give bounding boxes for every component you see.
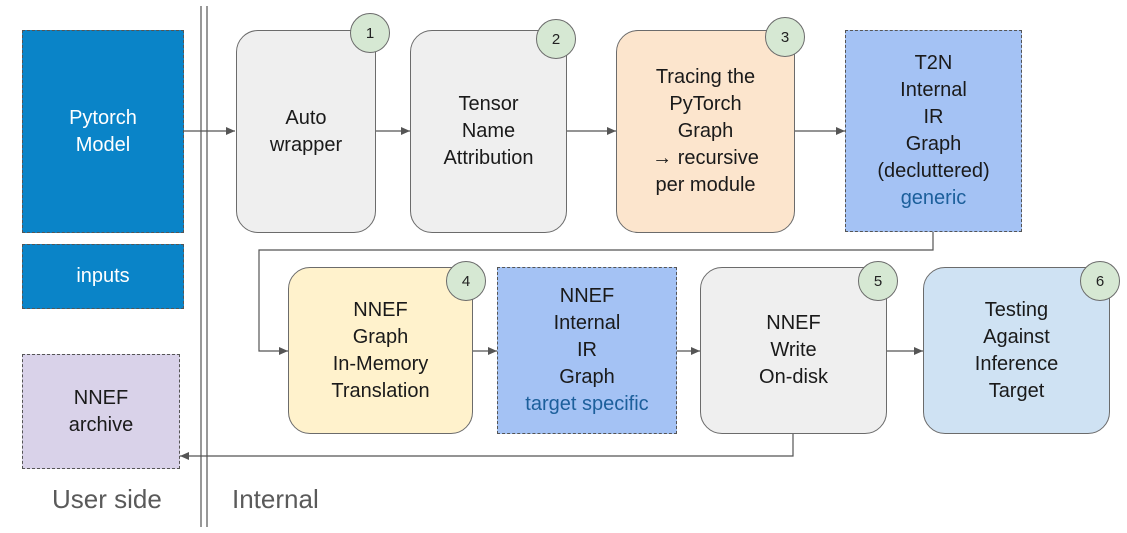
step-badge-1: 1 — [350, 13, 390, 53]
testing-box: Testing Against Inference Target — [923, 267, 1110, 434]
user-side-label: User side — [52, 484, 162, 514]
pytorch-model-label: Pytorch Model — [69, 106, 137, 156]
auto-wrapper-box: Auto wrapper — [236, 30, 376, 233]
nnef-translation-label: NNEF Graph In-Memory Translation — [331, 298, 430, 402]
t2n-ir-graph-label: T2N Internal IR Graph (decluttered) gene… — [877, 50, 989, 212]
step-badge-5: 5 — [858, 261, 898, 301]
nnef-ir-graph-label: NNEF Internal IR Graph target specific — [525, 283, 648, 418]
step-badge-6: 6 — [1080, 261, 1120, 301]
nnef-write-box: NNEF Write On-disk — [700, 267, 887, 434]
step-badge-4: 4 — [446, 261, 486, 301]
step-badge-2: 2 — [536, 19, 576, 59]
tracing-box: Tracing the PyTorch Graph → recursive pe… — [616, 30, 795, 233]
nnef-target-specific-note: target specific — [525, 393, 649, 415]
internal-label: Internal — [232, 484, 319, 514]
arrow-t2n-to-translation — [258, 232, 934, 355]
inputs-box: inputs — [22, 244, 184, 309]
step-badge-3: 3 — [765, 17, 805, 57]
tensor-name-attribution-box: Tensor Name Attribution — [410, 30, 567, 233]
arrow-write-to-archive — [180, 434, 794, 460]
nnef-ir-graph-box: NNEF Internal IR Graph target specific — [497, 267, 677, 434]
auto-wrapper-label: Auto wrapper — [269, 106, 343, 156]
tensor-name-attribution-label: Tensor Name Attribution — [443, 93, 534, 169]
t2n-ir-graph-box: T2N Internal IR Graph (decluttered) gene… — [845, 30, 1022, 232]
inputs-label: inputs — [76, 265, 130, 287]
t2n-generic-note: generic — [900, 187, 967, 209]
testing-label: Testing Against Inference Target — [974, 298, 1059, 402]
pytorch-model-box: Pytorch Model — [22, 30, 184, 233]
nnef-write-label: NNEF Write On-disk — [759, 312, 828, 388]
nnef-translation-box: NNEF Graph In-Memory Translation — [288, 267, 473, 434]
nnef-archive-label: NNEF archive — [68, 386, 134, 436]
nnef-archive-box: NNEF archive — [22, 354, 180, 469]
tracing-label: Tracing the PyTorch Graph → recursive pe… — [652, 66, 759, 196]
